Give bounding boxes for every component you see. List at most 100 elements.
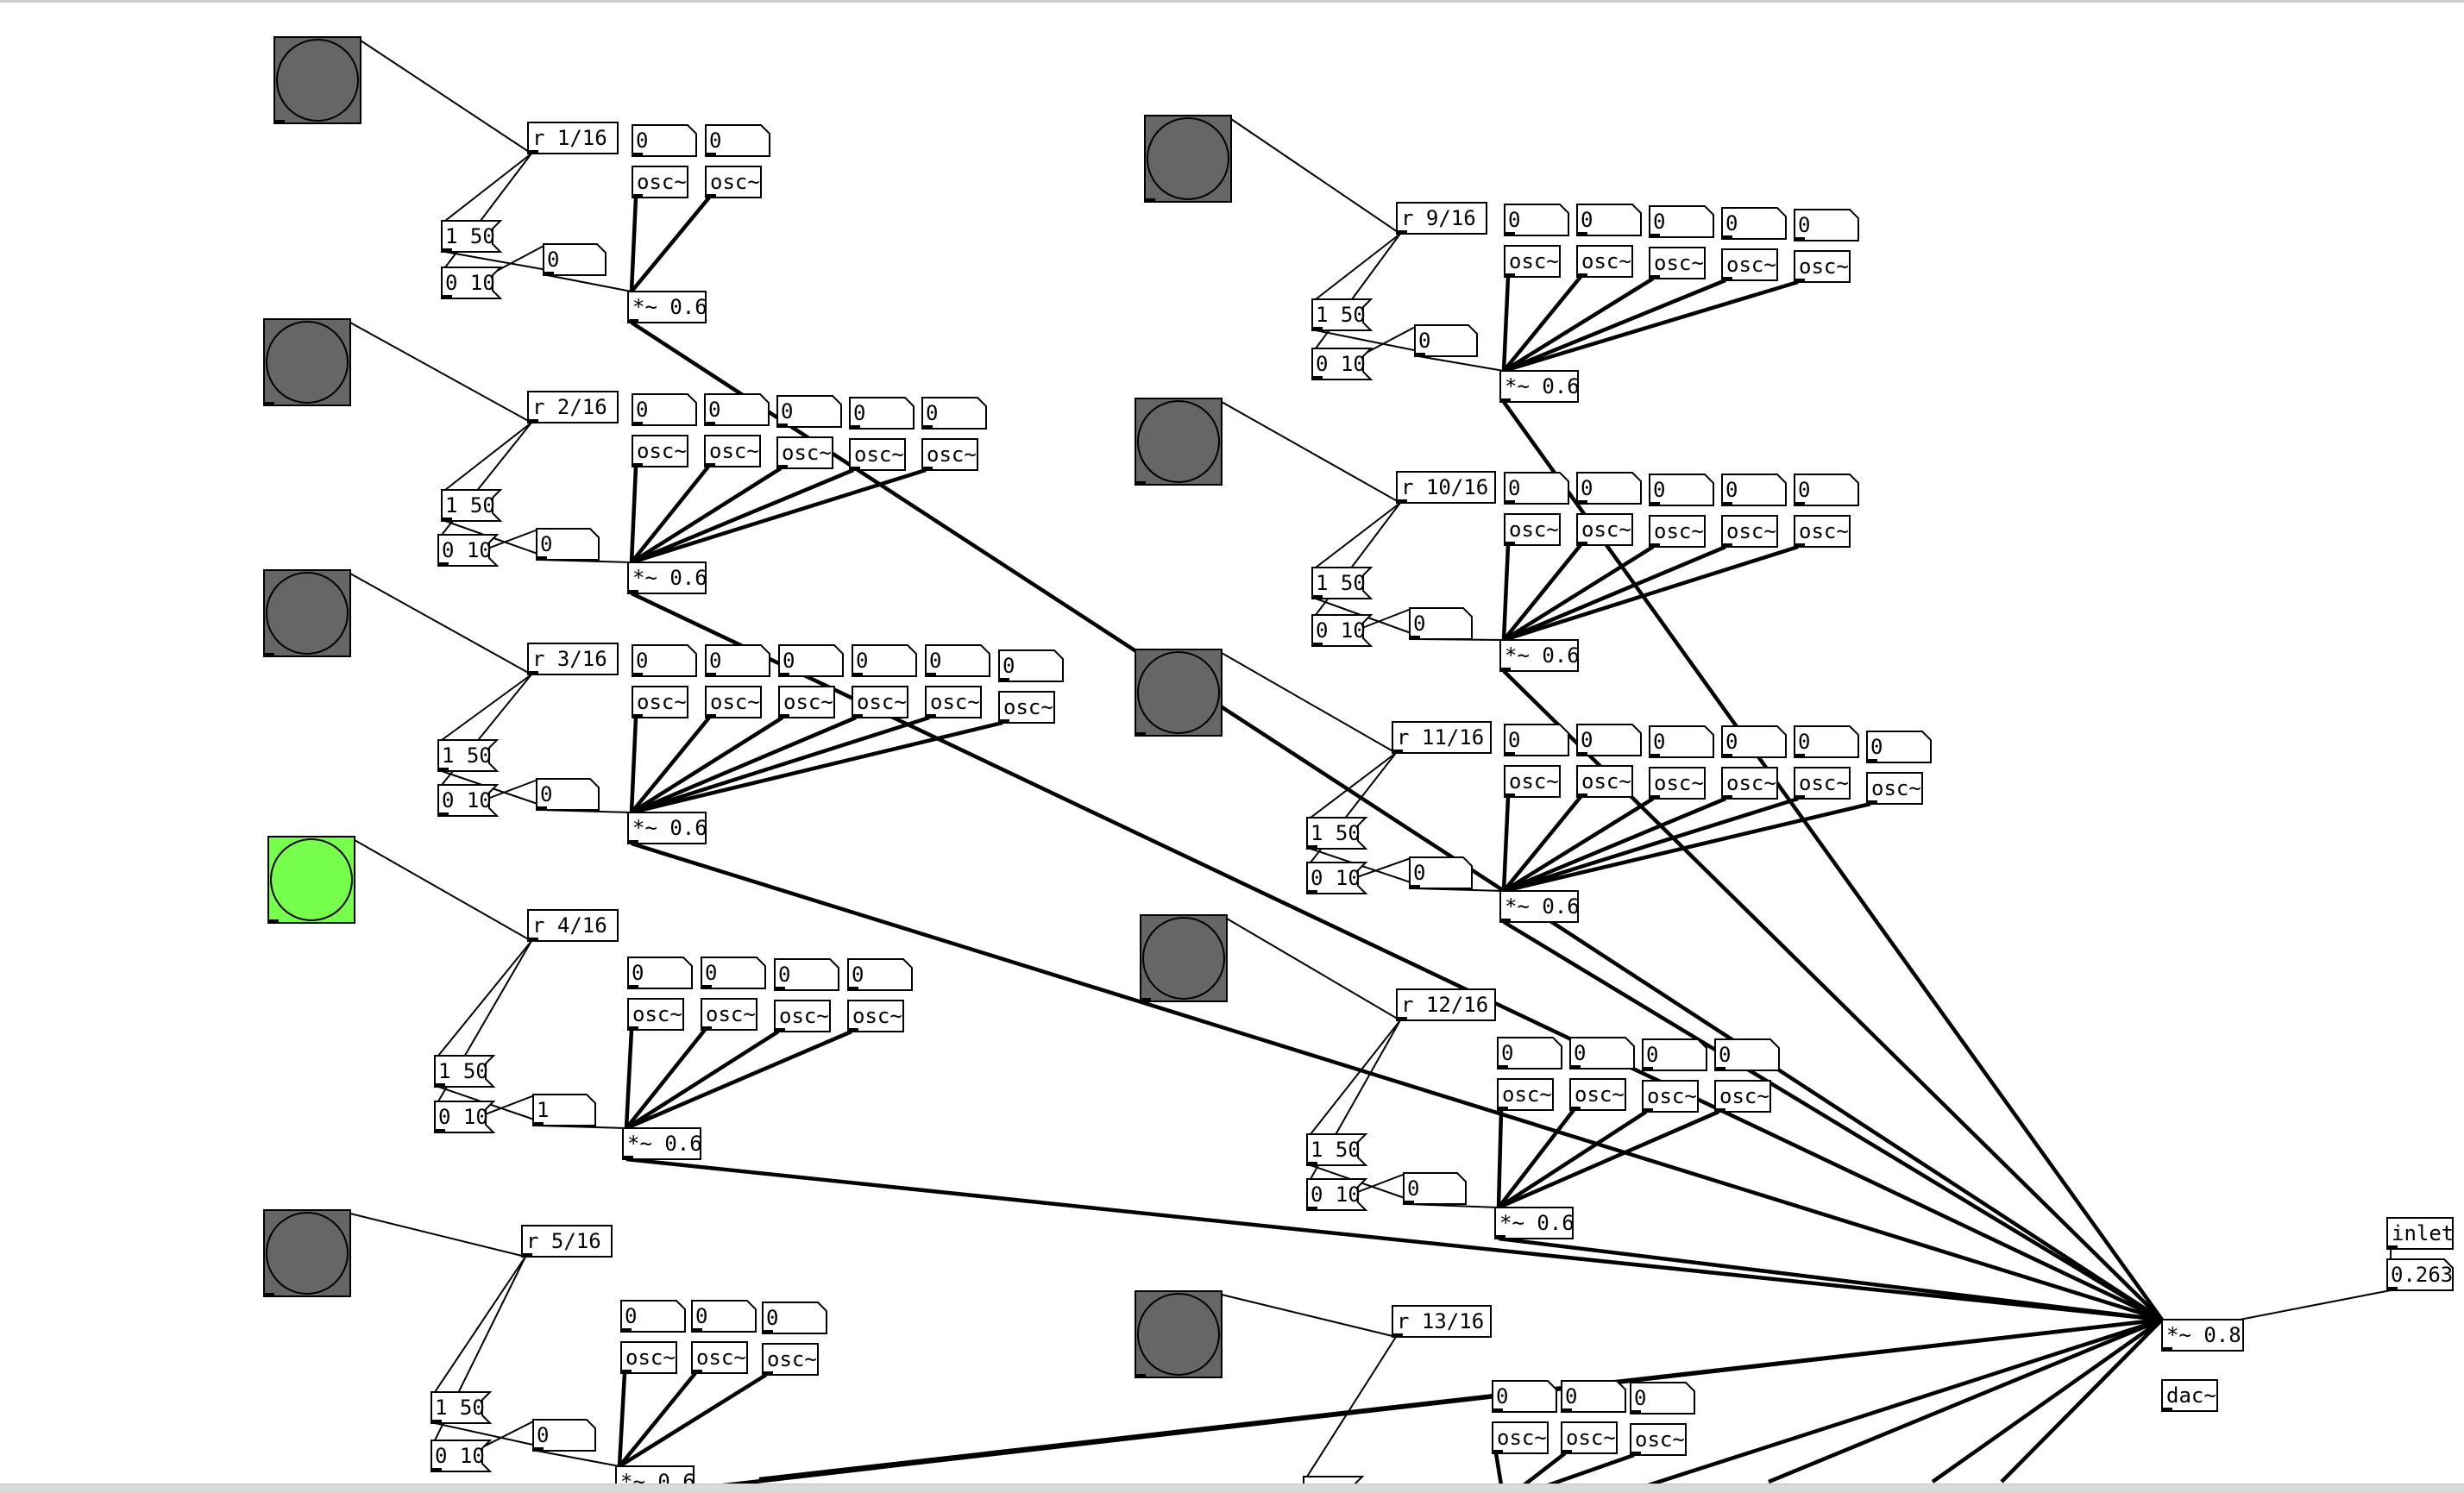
osc-frequency-number[interactable]: 0 — [1714, 1038, 1780, 1071]
osc-frequency-number[interactable]: 0 — [849, 397, 915, 430]
osc-frequency-number[interactable]: 0 — [778, 644, 844, 677]
osc-object[interactable]: osc~ — [1714, 1080, 1771, 1113]
osc-frequency-number[interactable]: 0 — [1649, 474, 1714, 506]
osc-frequency-number[interactable]: 0 — [776, 395, 842, 428]
message-range-fast[interactable]: 0 10 — [1311, 614, 1373, 647]
osc-object[interactable]: osc~ — [774, 1000, 831, 1032]
osc-object[interactable]: osc~ — [705, 686, 762, 718]
osc-object[interactable]: osc~ — [852, 686, 908, 718]
multiply-object[interactable]: *~ 0.6 — [622, 1127, 702, 1160]
dac-object[interactable]: dac~ — [2161, 1379, 2218, 1412]
osc-object[interactable]: osc~ — [1721, 248, 1778, 281]
osc-frequency-number[interactable]: 0 — [1576, 472, 1642, 505]
receive-object[interactable]: r 3/16 — [527, 643, 619, 675]
osc-frequency-number[interactable]: 0 — [1504, 472, 1569, 505]
osc-object[interactable]: osc~ — [632, 166, 688, 198]
multiply-object[interactable]: *~ 0.6 — [627, 561, 707, 594]
osc-object[interactable]: osc~ — [921, 438, 978, 471]
message-range-fast[interactable]: 0 10 — [1306, 1178, 1368, 1211]
osc-object[interactable]: osc~ — [1504, 245, 1561, 278]
osc-object[interactable]: osc~ — [925, 686, 982, 718]
osc-object[interactable]: osc~ — [627, 998, 684, 1031]
osc-frequency-number[interactable]: 0 — [1576, 204, 1642, 236]
multiply-object[interactable]: *~ 0.6 — [1494, 1207, 1575, 1239]
bang-button[interactable] — [1144, 115, 1232, 203]
osc-frequency-number[interactable]: 0 — [998, 649, 1064, 682]
osc-frequency-number[interactable]: 0 — [852, 644, 917, 677]
receive-object[interactable]: r 5/16 — [521, 1225, 613, 1258]
message-range-slow[interactable]: 1 50 — [431, 1391, 493, 1424]
osc-frequency-number[interactable]: 0 — [1866, 731, 1932, 763]
bang-button[interactable] — [263, 318, 351, 406]
message-range-slow[interactable]: 1 50 — [1306, 817, 1368, 850]
osc-object[interactable]: osc~ — [1866, 772, 1923, 805]
receive-object[interactable]: r 11/16 — [1392, 721, 1492, 754]
osc-object[interactable]: osc~ — [778, 686, 835, 718]
osc-frequency-number[interactable]: 0 — [705, 644, 770, 677]
message-range-fast[interactable]: 0 10 — [431, 1440, 493, 1472]
bang-button[interactable] — [1135, 398, 1223, 486]
number-box[interactable]: 0 — [536, 778, 600, 811]
osc-object[interactable]: osc~ — [847, 1000, 904, 1032]
osc-object[interactable]: osc~ — [1576, 765, 1633, 798]
message-range-fast[interactable]: 0 10 — [1306, 862, 1368, 894]
osc-object[interactable]: osc~ — [632, 435, 688, 467]
multiply-object[interactable]: *~ 0.6 — [627, 291, 707, 323]
osc-object[interactable]: osc~ — [1576, 245, 1633, 278]
number-box[interactable]: 1 — [532, 1094, 596, 1126]
osc-frequency-number[interactable]: 0 — [704, 393, 770, 426]
osc-frequency-number[interactable]: 0 — [774, 958, 839, 991]
message-range-fast[interactable]: 0 10 — [1311, 348, 1373, 380]
message-range-slow[interactable]: 1 50 — [441, 220, 503, 253]
osc-frequency-number[interactable]: 0 — [1794, 725, 1859, 758]
osc-frequency-number[interactable]: 0 — [705, 124, 770, 157]
osc-object[interactable]: osc~ — [1504, 513, 1561, 546]
bang-button[interactable] — [267, 836, 355, 924]
osc-object[interactable]: osc~ — [691, 1341, 748, 1374]
bang-button[interactable] — [273, 36, 361, 124]
osc-object[interactable]: osc~ — [1497, 1078, 1554, 1111]
multiply-object[interactable]: *~ 0.6 — [627, 812, 707, 844]
osc-object[interactable]: osc~ — [1721, 767, 1778, 800]
osc-frequency-number[interactable]: 0 — [1576, 724, 1642, 756]
multiply-object[interactable]: *~ 0.6 — [1499, 639, 1580, 672]
osc-object[interactable]: osc~ — [1794, 767, 1851, 800]
number-box[interactable]: 0 — [543, 243, 607, 276]
osc-frequency-number[interactable]: 0 — [1492, 1380, 1557, 1413]
message-range-fast[interactable]: 0 10 — [437, 784, 500, 817]
number-box[interactable]: 0 — [532, 1419, 596, 1452]
osc-frequency-number[interactable]: 0 — [1642, 1038, 1707, 1071]
osc-object[interactable]: osc~ — [705, 166, 762, 198]
bang-button[interactable] — [1135, 1290, 1223, 1378]
osc-object[interactable]: osc~ — [1630, 1423, 1687, 1456]
message-range-fast[interactable]: 0 10 — [441, 267, 503, 299]
osc-frequency-number[interactable]: 0 — [762, 1302, 827, 1334]
osc-frequency-number[interactable]: 0 — [1721, 725, 1787, 758]
osc-frequency-number[interactable]: 0 — [1504, 724, 1569, 756]
osc-object[interactable]: osc~ — [1721, 515, 1778, 548]
osc-frequency-number[interactable]: 0 — [1794, 474, 1859, 506]
osc-frequency-number[interactable]: 0 — [632, 393, 697, 426]
osc-object[interactable]: osc~ — [998, 691, 1055, 724]
receive-object[interactable]: r 4/16 — [527, 909, 619, 942]
osc-object[interactable]: osc~ — [632, 686, 688, 718]
osc-object[interactable]: osc~ — [1642, 1080, 1699, 1113]
osc-frequency-number[interactable]: 0 — [1497, 1037, 1562, 1070]
message-range-slow[interactable]: 1 50 — [437, 739, 500, 772]
multiply-object[interactable]: *~ 0.6 — [1499, 370, 1580, 403]
osc-frequency-number[interactable]: 0 — [1569, 1037, 1635, 1070]
message-range-slow[interactable]: 1 50 — [1311, 567, 1373, 599]
message-range-slow[interactable]: 1 50 — [441, 489, 503, 522]
number-box[interactable]: 0 — [1403, 1172, 1467, 1205]
osc-frequency-number[interactable]: 0 — [701, 957, 766, 989]
osc-frequency-number[interactable]: 0 — [1649, 205, 1714, 238]
message-range-fast[interactable]: 0 10 — [434, 1101, 496, 1133]
master-multiply-object[interactable]: *~ 0.8 — [2161, 1319, 2244, 1352]
message-range-slow[interactable]: 1 50 — [434, 1055, 496, 1088]
osc-object[interactable]: osc~ — [1576, 513, 1633, 546]
receive-object[interactable]: r 1/16 — [527, 122, 619, 154]
receive-object[interactable]: r 2/16 — [527, 391, 619, 423]
receive-object[interactable]: r 10/16 — [1396, 471, 1496, 504]
message-range-fast[interactable]: 0 10 — [437, 534, 500, 567]
osc-object[interactable]: osc~ — [1794, 515, 1851, 548]
